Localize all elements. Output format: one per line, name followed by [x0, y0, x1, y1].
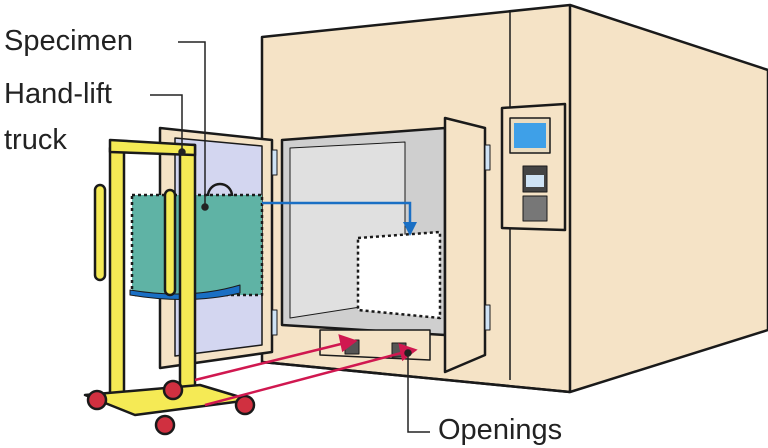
- specimen-label: Specimen: [4, 25, 133, 57]
- specimen-leader-line: [178, 41, 206, 205]
- openings-leader-line: [407, 355, 430, 433]
- specimen: [130, 193, 264, 297]
- specimen-inside-chamber: [356, 230, 442, 320]
- hand-lift-truck-label-line2: truck: [4, 124, 67, 156]
- hand-lift-truck: [83, 138, 264, 436]
- display-screen: [514, 123, 546, 148]
- truck-leader-line: [150, 94, 183, 150]
- chamber-door-right: [443, 116, 487, 374]
- openings-label: Openings: [438, 414, 563, 446]
- hand-lift-truck-label-line1: Hand-lift: [4, 78, 112, 110]
- control-panel: [500, 102, 567, 232]
- specimen-flow-arrow: [262, 201, 417, 236]
